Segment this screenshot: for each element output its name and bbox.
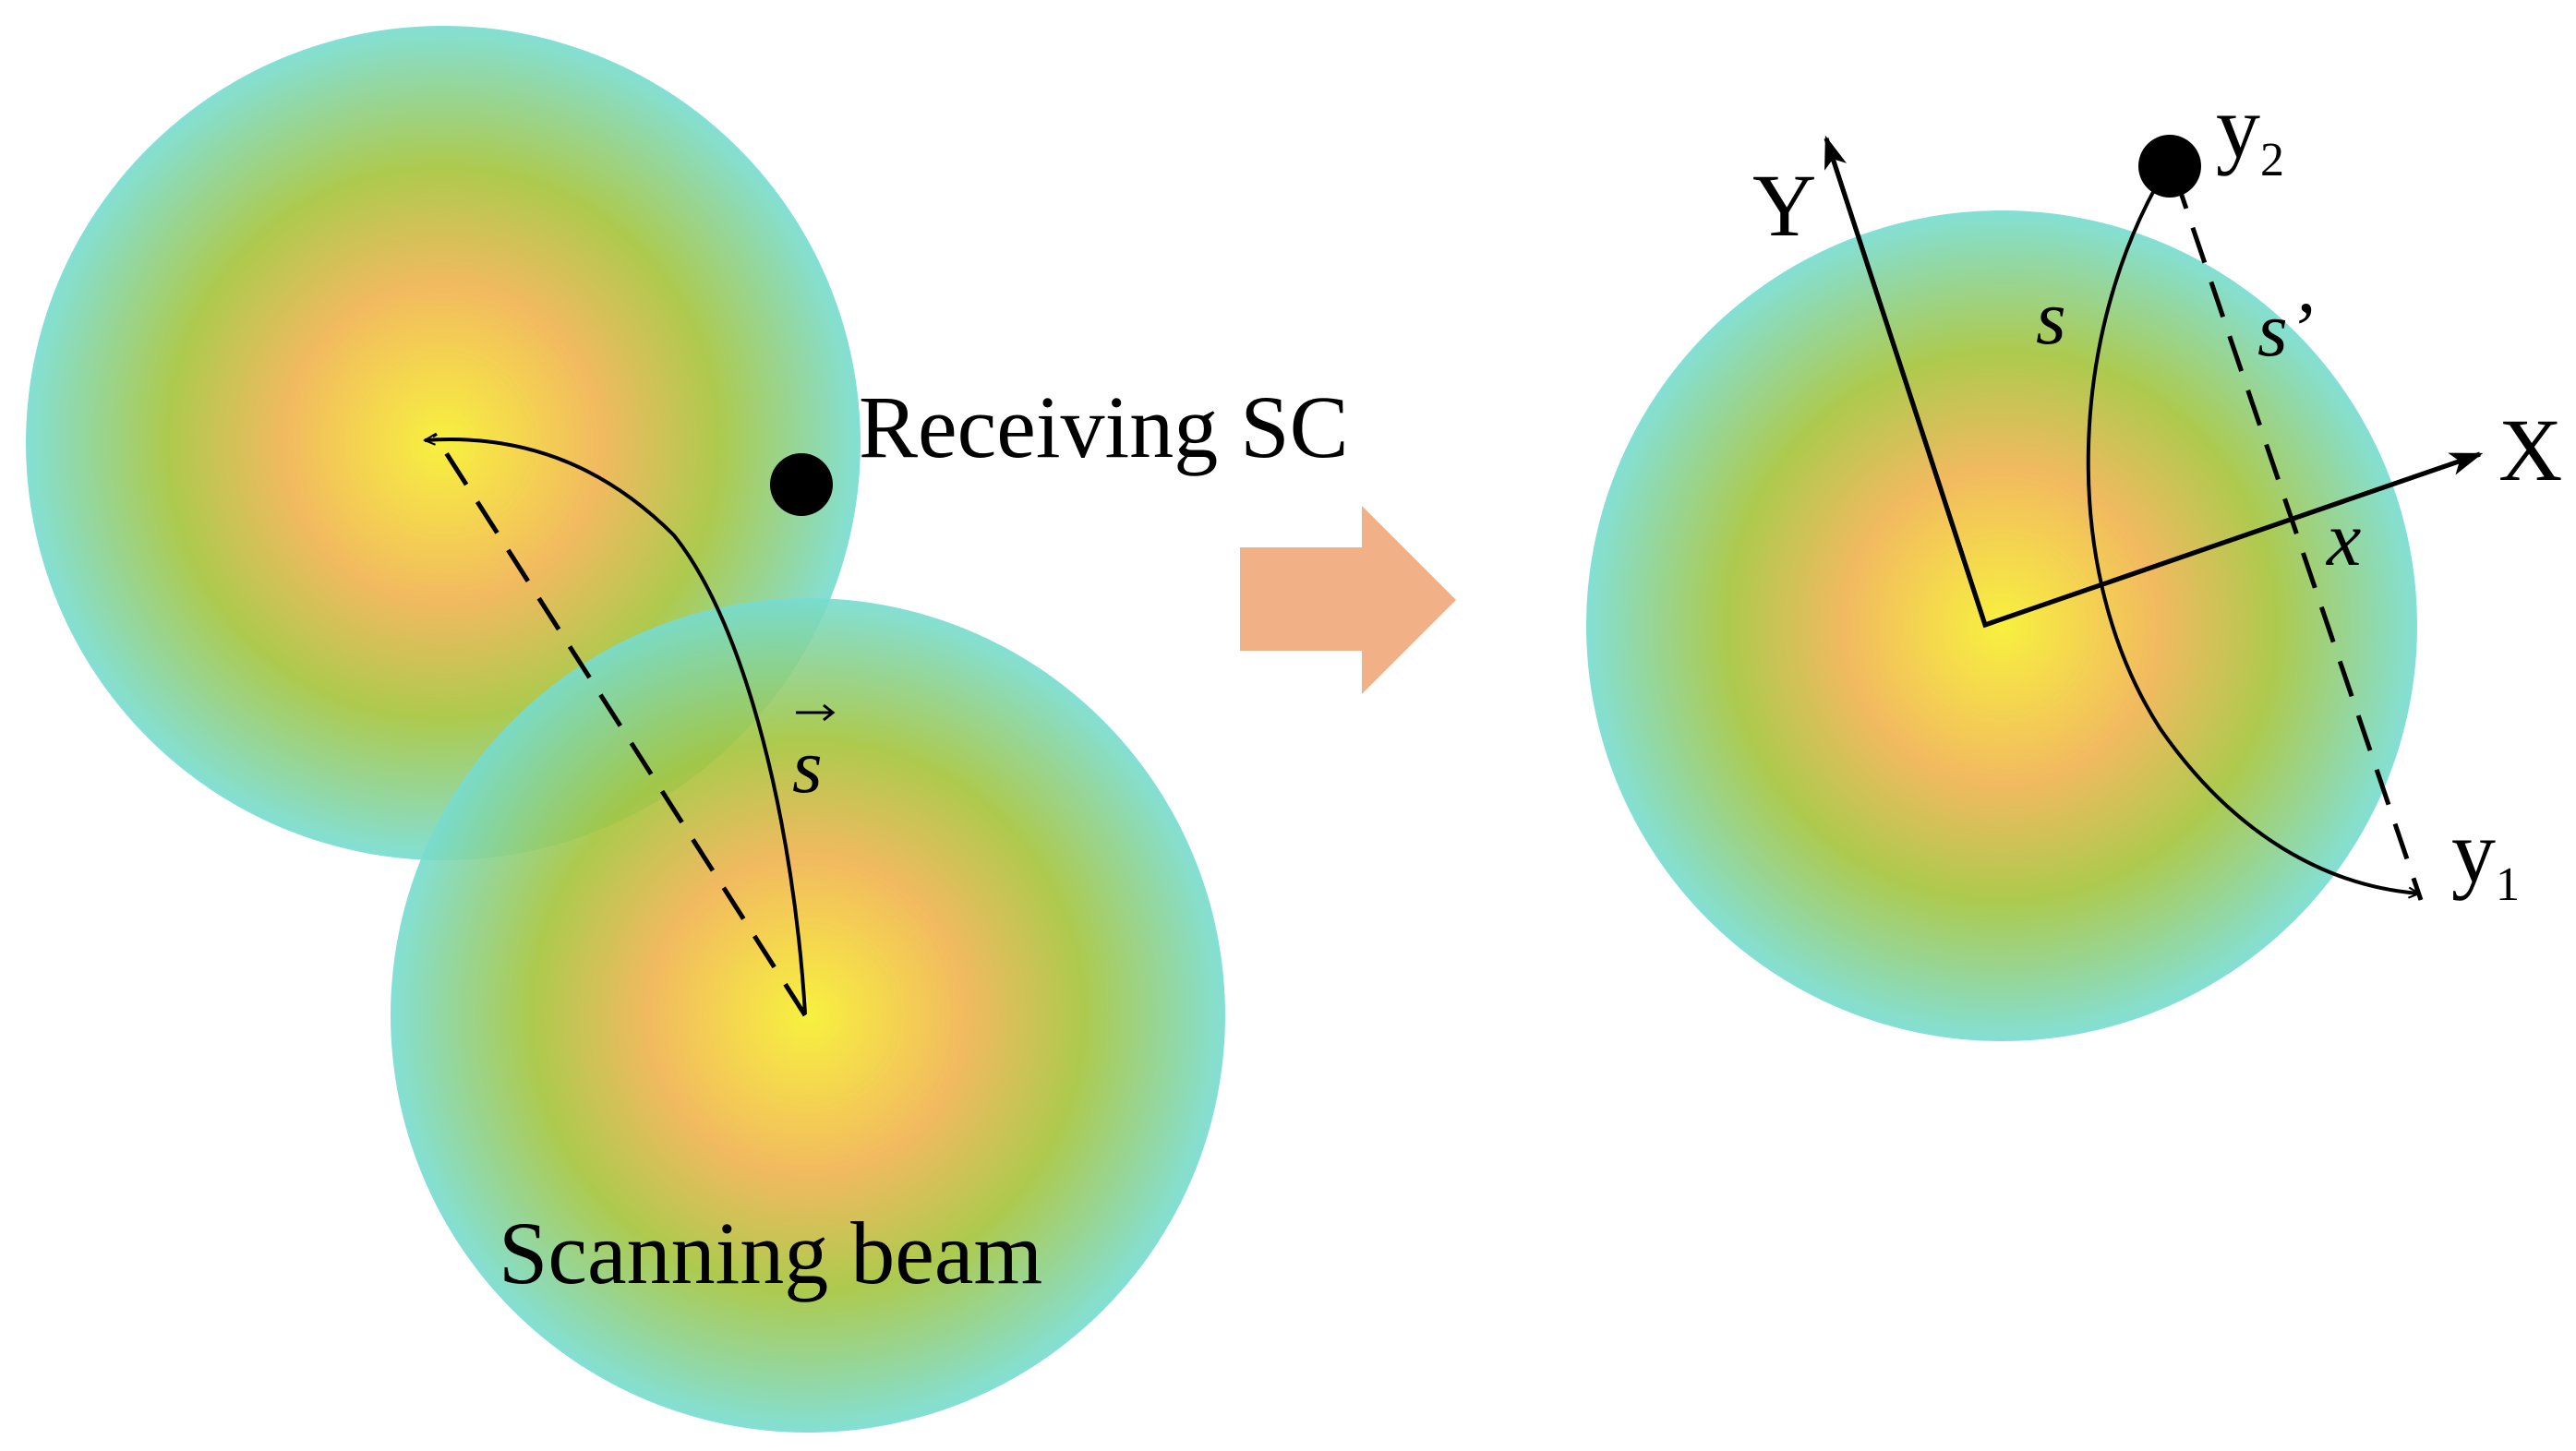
vector-s-text: s <box>792 724 823 809</box>
right-panel: Y X s s’ x y 2 y 1 <box>1586 78 2562 1041</box>
vector-s-label: s <box>792 703 836 809</box>
displacement-chord-dashed <box>431 432 808 1017</box>
receiving-sc-label: Receiving SC <box>859 378 1349 476</box>
scan-path-arc <box>425 439 807 1014</box>
beam-circle-local <box>1586 210 2417 1041</box>
point-y1-label: y 1 <box>2451 802 2520 911</box>
x-axis-arrow <box>1984 451 2484 628</box>
transition-arrow-icon <box>1240 506 1456 694</box>
chord-s-prime-label: s’ <box>2257 287 2314 373</box>
left-panel: s Receiving SC Scanning beam <box>26 26 1349 1433</box>
y2-subscript: 2 <box>2260 134 2284 186</box>
x-coordinate-label: x <box>2325 497 2361 582</box>
point-y2-dot <box>2138 135 2201 198</box>
vector-arrow-icon <box>796 703 836 722</box>
axis-x-label: X <box>2498 401 2562 499</box>
scanning-beam-label: Scanning beam <box>499 1204 1042 1302</box>
point-y2-label: y 2 <box>2216 78 2284 186</box>
y-axis-arrow <box>1824 135 1988 626</box>
y1-subscript: 1 <box>2496 858 2520 911</box>
y2-text: y <box>2216 78 2260 176</box>
y1-text: y <box>2451 802 2496 901</box>
scan-arc <box>2086 169 2419 893</box>
receiving-sc-dot <box>770 453 833 516</box>
chord-dashed <box>2172 173 2424 901</box>
scanning-beam-circle <box>391 598 1225 1433</box>
arc-s-label: s <box>2036 275 2066 361</box>
axis-y-label: Y <box>1752 156 1816 255</box>
